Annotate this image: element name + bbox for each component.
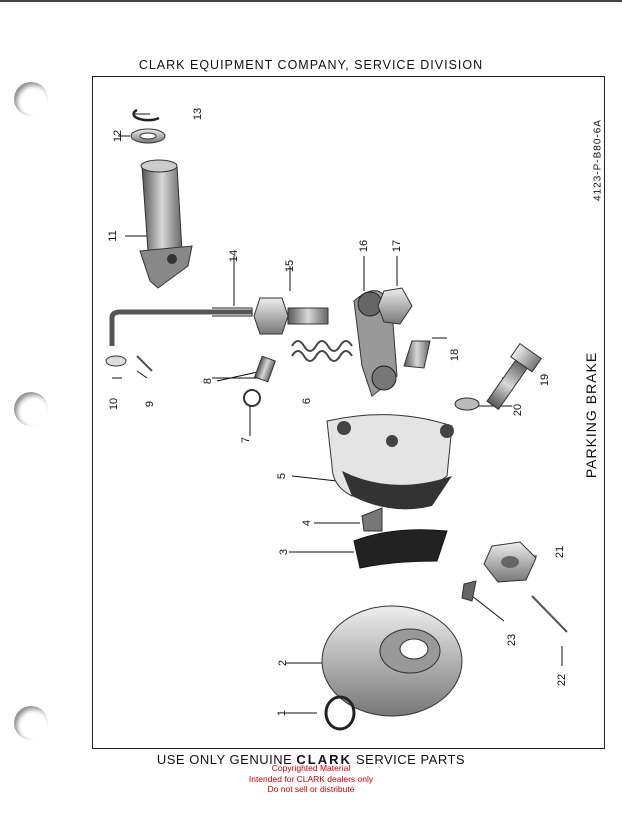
- callout-14: 14: [228, 249, 240, 263]
- callout-12: 12: [112, 129, 124, 143]
- parts-illustration: [105, 108, 568, 731]
- callout-9: 9: [144, 400, 156, 408]
- page-top-edge: [0, 0, 622, 2]
- callout-2: 2: [277, 659, 289, 667]
- binder-hole-middle: [14, 392, 48, 426]
- callout-11: 11: [107, 230, 119, 242]
- callout-22: 22: [556, 673, 568, 687]
- callout-4: 4: [301, 519, 313, 527]
- footer-suffix: SERVICE PARTS: [356, 752, 466, 767]
- callout-17: 17: [391, 239, 403, 253]
- callout-18: 18: [449, 348, 461, 362]
- copyright-line-1: Copyrighted Material: [271, 763, 351, 773]
- footer-prefix: USE ONLY GENUINE: [156, 752, 293, 767]
- callout-15: 15: [284, 259, 296, 273]
- footer-banner: USE ONLY GENUINE CLARK SERVICE PARTS: [0, 752, 622, 767]
- binder-hole-bottom: [14, 706, 48, 740]
- callout-8: 8: [202, 377, 214, 385]
- callout-5: 5: [276, 472, 288, 480]
- section-title: PARKING BRAKE: [583, 351, 599, 479]
- callout-13: 13: [192, 107, 204, 121]
- callout-1: 1: [276, 709, 288, 717]
- callout-21: 21: [554, 545, 566, 559]
- binder-hole-top: [14, 82, 48, 116]
- callout-19: 19: [539, 373, 551, 387]
- callout-20: 20: [512, 403, 524, 417]
- document-code: 4123-P-B80-6A: [592, 119, 604, 201]
- callout-10: 10: [108, 397, 120, 411]
- footer-brand: CLARK: [296, 752, 352, 767]
- callout-23: 23: [506, 633, 518, 647]
- callout-6: 6: [301, 397, 313, 405]
- copyright-line-3: Do not sell or distribute: [267, 784, 355, 794]
- callout-16: 16: [358, 239, 370, 253]
- company-header: CLARK EQUIPMENT COMPANY, SERVICE DIVISIO…: [138, 58, 484, 72]
- callout-7: 7: [240, 436, 252, 444]
- diagram-frame: [92, 76, 605, 749]
- callout-3: 3: [278, 548, 290, 556]
- copyright-line-2: Intended for CLARK dealers only: [248, 774, 374, 784]
